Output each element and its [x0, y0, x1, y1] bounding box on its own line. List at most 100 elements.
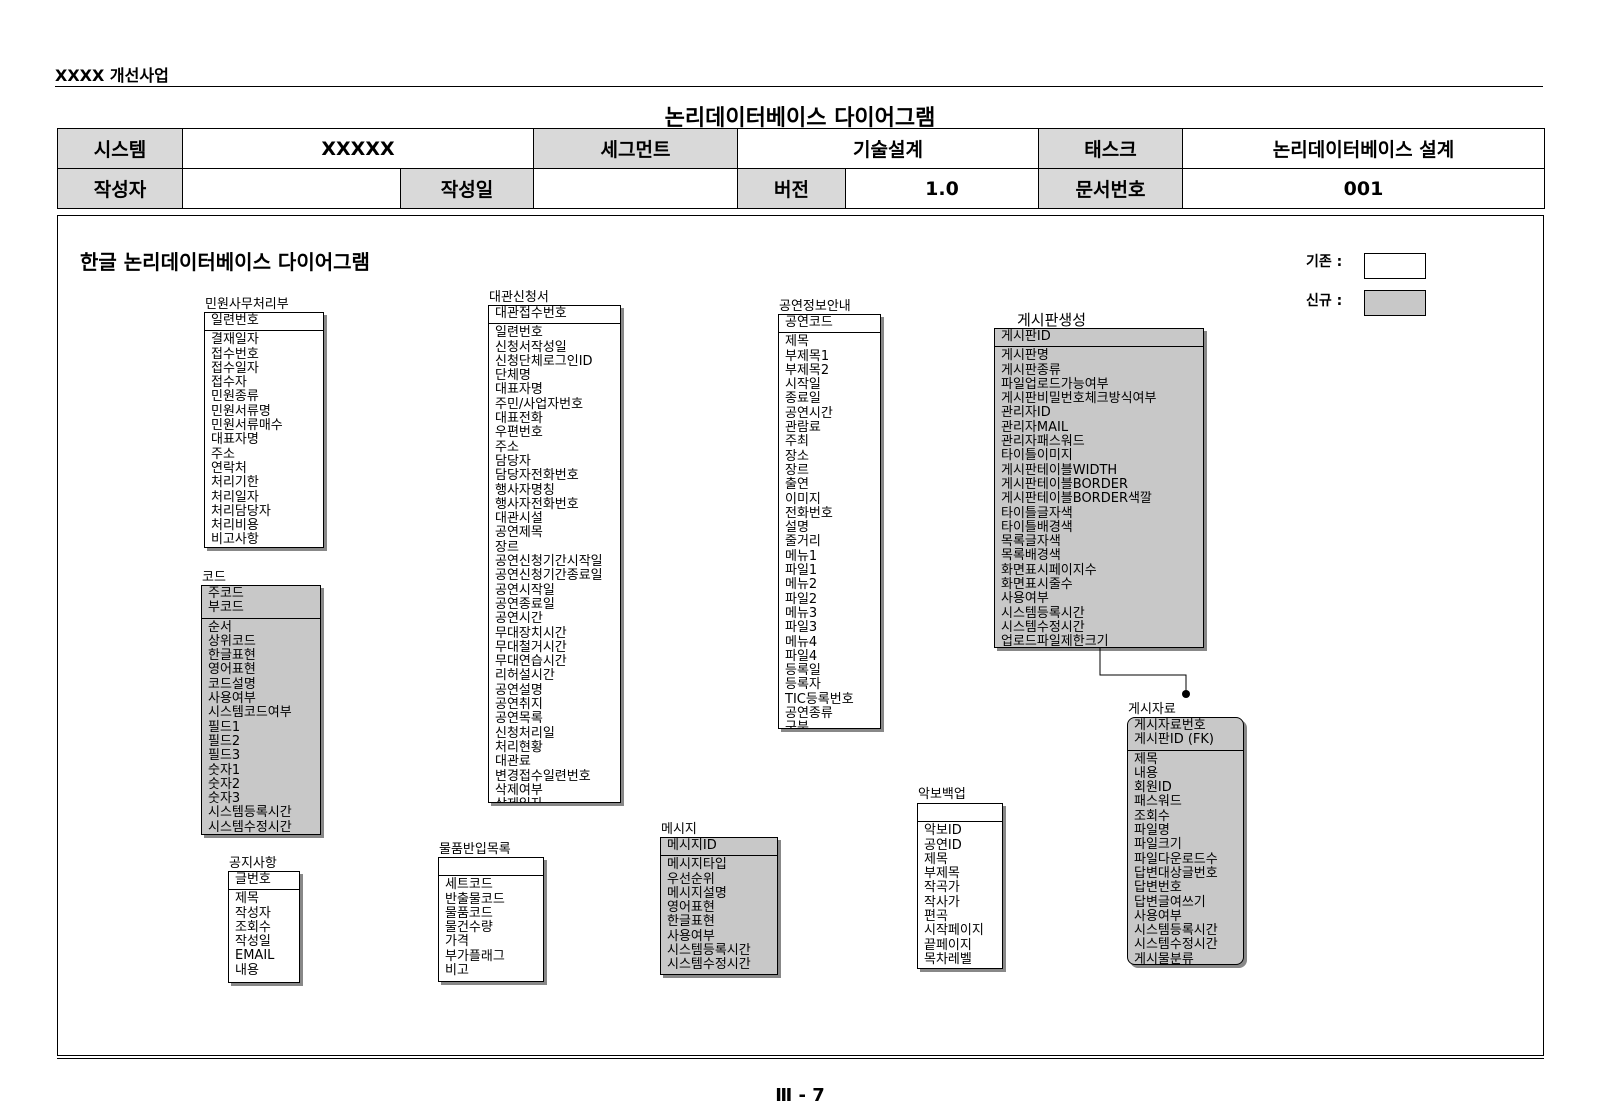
- entity-attribute: 파일명: [1134, 823, 1170, 839]
- entity-attribute: 무대철거시간: [495, 639, 567, 655]
- entity-primary-key: 메시지ID: [661, 838, 777, 857]
- header-divider: [55, 86, 1543, 87]
- entity-attribute: 파일3: [785, 620, 818, 636]
- entity-attribute: 우편번호: [495, 425, 543, 441]
- entity-attribute: 끝페이지: [924, 937, 972, 953]
- entity-attribute: 처리비용: [211, 518, 259, 534]
- entity-attribute: 회원ID: [1134, 780, 1172, 796]
- entity-attribute: 메뉴2: [785, 577, 818, 593]
- entity-attribute: 공연종류: [785, 706, 833, 722]
- relationship-line: [1099, 648, 1187, 693]
- entity-attribute: 관리자패스워드: [1001, 434, 1085, 450]
- entity-attribute: 공연시간: [785, 405, 833, 421]
- entity-attribute: 필드3: [208, 748, 241, 764]
- entity-attribute: 화면표시페이지수: [1001, 562, 1097, 578]
- version-label: 버전: [737, 168, 846, 209]
- entity-attribute: 메뉴3: [785, 605, 818, 621]
- entity-key-field: 게시판ID (FK): [1134, 732, 1215, 748]
- entity-attribute: 공연취지: [495, 697, 543, 713]
- entity-attribute: 민원서류명: [211, 403, 271, 419]
- entity-primary-key: 대관접수번호: [489, 306, 620, 325]
- entity-attribute: 반출물코드: [445, 891, 505, 907]
- entity-attribute: 부가플래그: [445, 948, 505, 964]
- entity-attribute: 타이틀글자색: [1001, 505, 1073, 521]
- entity-attribute: 이미지: [785, 491, 821, 507]
- entity-attribute: 목차레벨: [924, 951, 972, 967]
- entity-attribute: 물품코드: [445, 905, 493, 921]
- entity-attribute: 숫자2: [208, 776, 241, 792]
- entity-attribute: 주소: [495, 439, 519, 455]
- entity-attribute: 조회수: [1134, 808, 1170, 824]
- entity-attribute: 민원종류: [211, 389, 259, 405]
- entity-attribute: 가격: [445, 934, 469, 950]
- entity-attribute: 부제목: [924, 866, 960, 882]
- entity-attribute: 처리기한: [211, 475, 259, 491]
- entity-attribute: 부제목2: [785, 362, 830, 378]
- entity-title: 게시자료: [1128, 702, 1176, 717]
- entity-attribute: 파일4: [785, 648, 818, 664]
- entity-attribute: 일련번호: [495, 325, 543, 341]
- entity-title: 대관신청서: [489, 290, 549, 305]
- entity-attribute: 게시판비밀번호체크방식여부: [1001, 391, 1157, 407]
- entity-attribute: 타이틀이미지: [1001, 448, 1073, 464]
- entity-attribute: 목록글자색: [1001, 534, 1061, 550]
- entity-attribute: 접수번호: [211, 346, 259, 362]
- entity-attribute: 접수자: [211, 375, 247, 391]
- entity-attribute: 작사가: [924, 894, 960, 910]
- entity-attribute: 파일업로드가능여부: [1001, 376, 1109, 392]
- entity-title: 공연정보안내: [779, 299, 851, 314]
- entity-attribute: 제목: [924, 851, 948, 867]
- entity-primary-key: [439, 858, 543, 877]
- entity-key-field: 게시판ID: [1001, 329, 1051, 344]
- entity-attribute: 대표자명: [211, 432, 259, 448]
- document-title: 논리데이터베이스 다이어그램: [664, 106, 936, 131]
- entity-attribute: 신청처리일: [495, 725, 555, 741]
- entity-primary-key: 공연코드: [779, 315, 880, 334]
- entity-attribute: 메시지타입: [667, 857, 727, 873]
- entity-attribute: 삭제여부: [495, 782, 543, 798]
- entity-attribute: 편곡: [924, 909, 948, 925]
- docno-label: 문서번호: [1038, 168, 1184, 209]
- entity-attribute: 메시지설명: [667, 885, 727, 901]
- date-label: 작성일: [400, 168, 534, 209]
- entity-primary-key: 게시판ID: [995, 329, 1203, 348]
- entity-attribute: 등록일: [785, 663, 821, 679]
- entity-attribute: 부제목1: [785, 348, 830, 364]
- entity-title: 민원사무처리부: [205, 297, 289, 312]
- entity-attribute: 관람료: [785, 420, 821, 436]
- entity-attribute: 장르: [495, 539, 519, 555]
- entity-primary-key: 글번호: [229, 872, 299, 891]
- entity-attribute: 삭제일자: [495, 797, 614, 802]
- entity-attribute: 신청서작성일: [495, 339, 567, 355]
- entity-attribute: 담당자전화번호: [495, 468, 579, 484]
- entity-attribute: 주소: [211, 446, 235, 462]
- entity-attribute: 공연ID: [924, 837, 962, 853]
- entity-attribute: 공연시작일: [495, 582, 555, 598]
- entity-attribute: 리허설시간: [495, 668, 555, 684]
- entity-attribute: 주민/사업자번호: [495, 396, 584, 412]
- entity-key-field: 일련번호: [211, 313, 259, 328]
- entity-attribute: 무대장치시간: [495, 625, 567, 641]
- entity-attribute: 시스템수정시간: [1001, 619, 1085, 635]
- entity-title: 코드: [202, 570, 226, 585]
- entity-attribute: 행사자명칭: [495, 482, 555, 498]
- entity-attribute: 공연신청기간종료일: [495, 568, 603, 584]
- entity-attribute: 대표자명: [495, 382, 543, 398]
- entity-attribute: 파일크기: [1134, 837, 1182, 853]
